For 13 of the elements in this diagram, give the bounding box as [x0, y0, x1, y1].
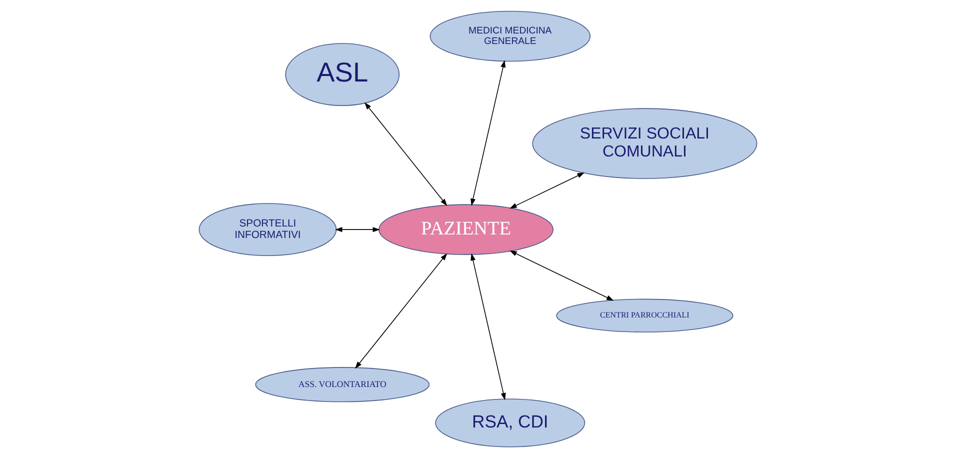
arrow: [364, 102, 448, 206]
arrow: [335, 227, 380, 232]
arrow: [510, 172, 585, 209]
node-ellipse: CENTRI PARROCCHIALI: [556, 298, 734, 332]
node-ellipse: MEDICI MEDICINA GENERALE: [430, 10, 591, 62]
arrow: [470, 60, 506, 206]
arrow: [355, 253, 448, 369]
node-ellipse: ASL: [285, 43, 400, 106]
node-ellipse: RSA, CDI: [435, 398, 586, 448]
node-ellipse: ASS. VOLONTARIATO: [255, 367, 430, 402]
node-ellipse: SPORTELLI INFORMATIVI: [198, 203, 337, 256]
arrow: [470, 253, 506, 400]
arrow: [510, 250, 614, 301]
